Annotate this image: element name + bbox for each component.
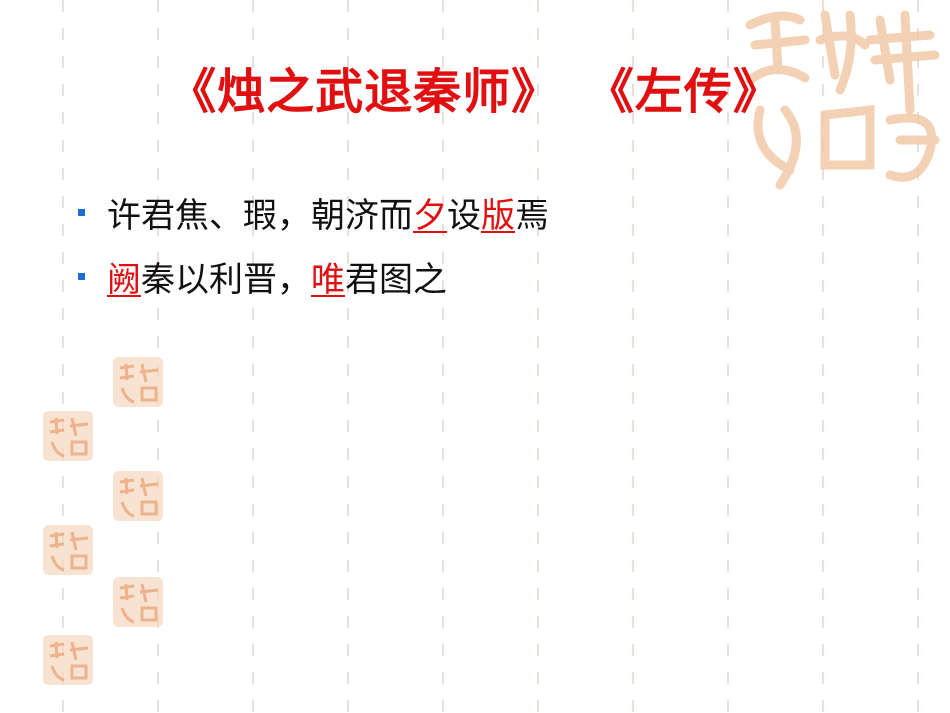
bullet-text: 许君焦、瑕，朝济而夕设版焉	[107, 188, 549, 237]
auspicious-seal-icon	[42, 634, 94, 686]
highlighted-char: 阙	[107, 259, 141, 300]
title-work: 《烛之武退秦师》	[168, 64, 561, 120]
bullet-marker	[78, 208, 85, 216]
bullet-item: 阙秦以利晋，唯君图之	[78, 244, 549, 308]
text-segment: 设	[447, 195, 481, 236]
highlighted-char: 夕	[413, 195, 447, 236]
highlighted-char: 唯	[311, 259, 345, 300]
bullet-item: 许君焦、瑕，朝济而夕设版焉	[78, 180, 549, 244]
title-source: 《左传》	[585, 64, 782, 120]
auspicious-seal-icon	[42, 410, 94, 462]
text-segment: 许君焦、瑕，朝济而	[107, 195, 413, 236]
auspicious-seal-icon	[112, 470, 164, 522]
auspicious-seal-icon	[42, 524, 94, 576]
text-segment: 秦以利晋，	[141, 259, 311, 300]
auspicious-seal-icon	[112, 576, 164, 628]
auspicious-seal-icon	[112, 356, 164, 408]
bullet-marker	[78, 272, 85, 280]
highlighted-char: 版	[481, 195, 515, 236]
text-segment: 君图之	[345, 259, 447, 300]
bullet-text: 阙秦以利晋，唯君图之	[107, 252, 447, 301]
slide-title: 《烛之武退秦师》 《左传》	[0, 52, 950, 122]
bullet-list: 许君焦、瑕，朝济而夕设版焉 阙秦以利晋，唯君图之	[78, 180, 549, 308]
text-segment: 焉	[515, 195, 549, 236]
